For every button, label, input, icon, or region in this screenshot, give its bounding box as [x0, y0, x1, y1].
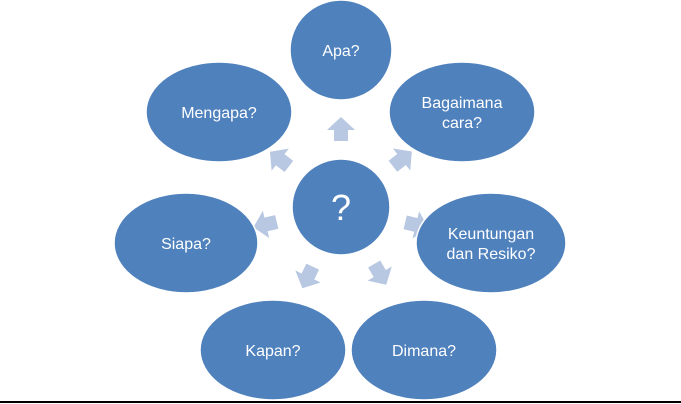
node-dimana: Dimana? [350, 299, 498, 401]
node-keuntungan-label: Keuntungan [448, 226, 534, 243]
node-bagaimana-label: Bagaimana [422, 95, 503, 112]
node-siapa-shape [113, 192, 259, 294]
node-bagaimana-label: cara? [442, 115, 482, 132]
node-apa-label: Apa? [322, 43, 359, 60]
center-node-label: ? [331, 187, 351, 228]
node-kapan: Kapan? [199, 299, 347, 401]
center-node: ? [291, 158, 391, 256]
node-keuntungan-label: dan Resiko? [447, 246, 536, 263]
center-node-shape [291, 158, 391, 256]
node-siapa: Siapa? [113, 192, 259, 294]
arrow-to-kapan [295, 263, 321, 289]
node-dimana-label: Dimana? [392, 343, 456, 360]
node-siapa-label: Siapa? [161, 236, 211, 253]
node-apa: Apa? [289, 0, 393, 101]
node-apa-shape [289, 0, 393, 101]
arrow-to-siapa [253, 210, 279, 239]
node-mengapa-label: Mengapa? [181, 105, 257, 122]
node-dimana-shape [350, 299, 498, 401]
node-mengapa-shape [145, 61, 293, 163]
arrow-to-bagaimana [388, 148, 412, 172]
node-mengapa: Mengapa? [145, 61, 293, 163]
arrow-to-dimana [367, 260, 392, 285]
node-bagaimana-shape [388, 61, 536, 163]
arrow-to-apa [327, 117, 355, 141]
node-keuntungan-shape [415, 192, 567, 294]
nodes-layer: Apa? Bagaimana cara? Keuntungan dan Resiko? D… [113, 0, 567, 401]
node-keuntungan: Keuntungan dan Resiko? [415, 192, 567, 294]
arrow-to-mengapa [269, 148, 294, 172]
node-kapan-label: Kapan? [245, 343, 300, 360]
node-bagaimana: Bagaimana cara? [388, 61, 536, 163]
node-kapan-shape [199, 299, 347, 401]
